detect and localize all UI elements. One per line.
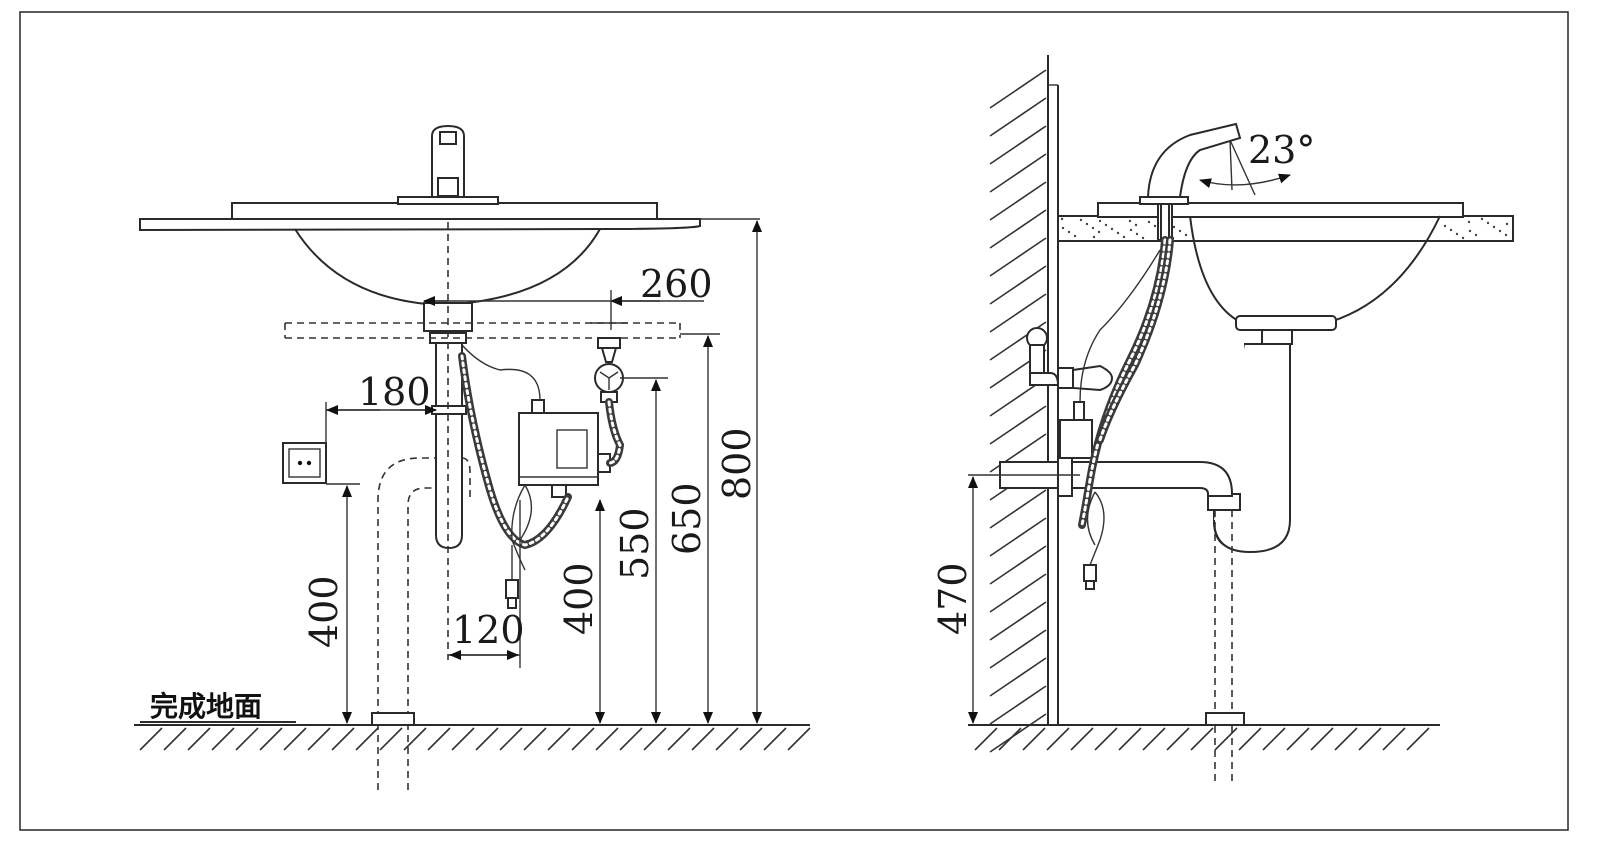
dim-260: 260 [640,262,713,306]
sensor-faucet-side [1139,122,1242,241]
sensor-cable-front [461,344,541,401]
dim-400-socket: 400 [302,575,346,648]
dim-400-box: 400 [557,562,601,635]
power-plug-side [1083,491,1105,590]
p-trap [1207,343,1291,554]
sensor-cable-side [1079,249,1161,403]
sensor-faucet-front [397,124,499,205]
power-socket [282,442,327,484]
dim-120: 120 [452,608,525,652]
floor-drain-pipe [377,457,436,790]
solenoid-control-box [518,399,611,498]
drawing-frame [19,11,1569,831]
floor-front [134,724,811,751]
drain-tailpipe [435,342,463,550]
dim-470: 470 [931,562,975,635]
angle-dimension [1199,139,1291,196]
side-view [968,55,1514,785]
dim-180: 180 [358,370,431,414]
power-plug-front [505,545,519,609]
basin-rim [139,218,701,232]
wall [989,55,1059,753]
countertop-top [231,202,658,220]
countertop-side [1057,202,1514,242]
dim-550: 550 [613,507,657,580]
dim-650: 650 [665,482,709,555]
control-box-side [1059,419,1093,459]
angle-valve-side [1026,327,1114,392]
floor-label: 完成地面 [150,690,262,723]
wall-dashed-panel [284,322,681,339]
angle-valve-front [590,322,628,403]
dim-800: 800 [715,427,759,500]
front-view [134,124,811,790]
dim-angle-23: 23° [1248,128,1315,172]
